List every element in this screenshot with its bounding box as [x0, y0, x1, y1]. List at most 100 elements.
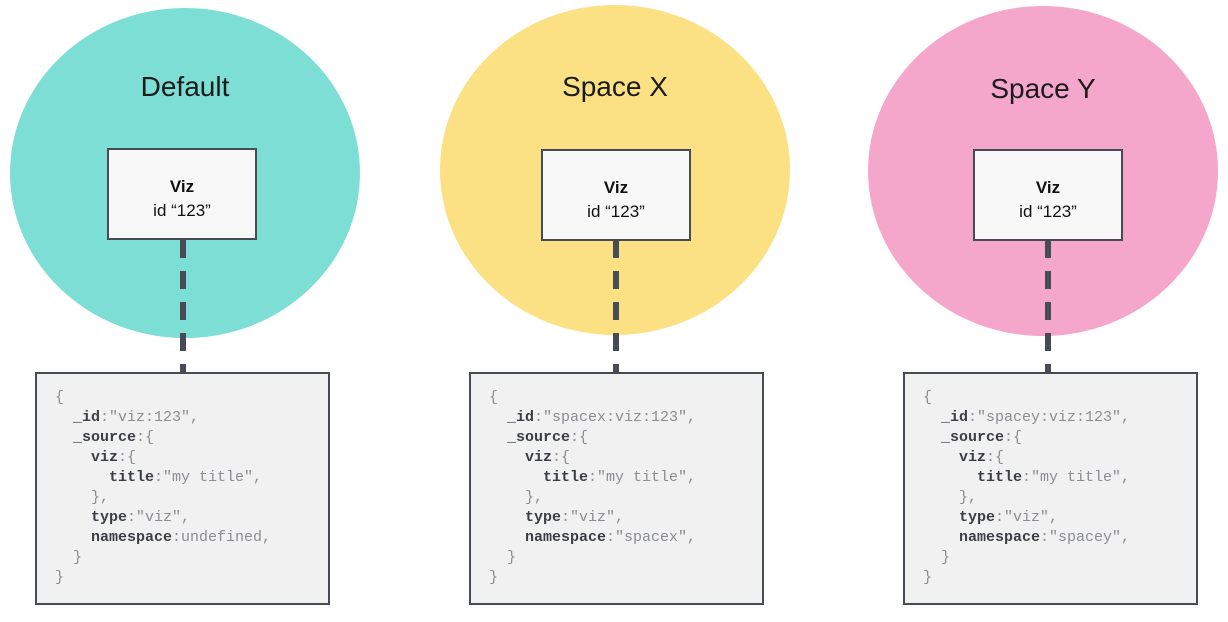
code-token: {: [489, 389, 499, 406]
code-token: {: [55, 389, 65, 406]
code-line: namespace:"spacey",: [923, 528, 1178, 548]
code-key-token: namespace: [959, 529, 1041, 546]
code-token: :"spacey:viz:123",: [968, 409, 1131, 426]
code-token: }: [923, 569, 933, 586]
code-token: }: [55, 569, 65, 586]
dashed-connector: [1045, 240, 1051, 374]
viz-object-box-default: Viz id “123”: [107, 148, 257, 240]
code-line: viz:{: [923, 448, 1178, 468]
code-line: },: [55, 488, 310, 508]
code-key-token: title: [109, 469, 155, 486]
code-token: }: [55, 549, 83, 566]
code-token: },: [55, 489, 110, 506]
code-key-token: namespace: [91, 529, 173, 546]
code-line: _source:{: [923, 428, 1178, 448]
code-token: [489, 469, 543, 486]
code-token: [55, 409, 73, 426]
code-line: {: [923, 388, 1178, 408]
code-token: :{: [570, 429, 589, 446]
viz-object-box-space-x: Viz id “123”: [541, 149, 691, 241]
code-token: :"viz",: [561, 509, 625, 526]
code-token: :{: [986, 449, 1005, 466]
code-line: _source:{: [489, 428, 744, 448]
code-token: :"viz",: [995, 509, 1059, 526]
code-line: }: [923, 548, 1178, 568]
space-title-space-y: Space Y: [990, 73, 1096, 104]
code-token: [55, 449, 91, 466]
code-line: viz:{: [55, 448, 310, 468]
saved-object-code-space-x: { _id:"spacex:viz:123", _source:{ viz:{ …: [469, 372, 764, 605]
viz-object-label: Viz: [1035, 178, 1061, 197]
code-token: :"my title",: [588, 469, 697, 486]
code-token: :{: [118, 449, 137, 466]
code-line: }: [489, 568, 744, 588]
code-token: [923, 429, 941, 446]
code-token: }: [489, 569, 499, 586]
code-token: [923, 469, 977, 486]
code-line: }: [55, 568, 310, 588]
code-key-token: _id: [73, 409, 101, 426]
dashed-connector: [180, 240, 186, 374]
viz-object-box-space-y: Viz id “123”: [973, 149, 1123, 241]
code-line: _id:"spacey:viz:123",: [923, 408, 1178, 428]
code-line: _id:"spacex:viz:123",: [489, 408, 744, 428]
code-token: [923, 509, 959, 526]
code-token: :"viz:123",: [100, 409, 200, 426]
code-line: {: [489, 388, 744, 408]
code-line: }: [923, 568, 1178, 588]
viz-object-id: id “123”: [1019, 202, 1077, 221]
code-key-token: _source: [507, 429, 571, 446]
code-line: }: [489, 548, 744, 568]
code-token: }: [923, 549, 951, 566]
code-line: title:"my title",: [55, 468, 310, 488]
code-line: },: [923, 488, 1178, 508]
code-line: _id:"viz:123",: [55, 408, 310, 428]
code-token: [55, 529, 91, 546]
space-title-space-x: Space X: [562, 71, 668, 102]
viz-object-label: Viz: [603, 178, 629, 197]
viz-object-label: Viz: [169, 177, 195, 196]
code-line: namespace:undefined,: [55, 528, 310, 548]
code-line: {: [55, 388, 310, 408]
code-token: },: [923, 489, 978, 506]
code-line: viz:{: [489, 448, 744, 468]
code-token: :"my title",: [1022, 469, 1131, 486]
code-key-token: title: [977, 469, 1023, 486]
code-key-token: title: [543, 469, 589, 486]
code-key-token: viz: [525, 449, 553, 466]
viz-object-id: id “123”: [153, 201, 211, 220]
code-line: type:"viz",: [489, 508, 744, 528]
code-key-token: type: [525, 509, 562, 526]
code-token: [55, 509, 91, 526]
code-token: }: [489, 549, 517, 566]
viz-object-id: id “123”: [587, 202, 645, 221]
saved-object-code-default: { _id:"viz:123", _source:{ viz:{ title:"…: [35, 372, 330, 605]
code-token: {: [923, 389, 933, 406]
code-key-token: type: [959, 509, 996, 526]
code-key-token: _source: [941, 429, 1005, 446]
code-token: [55, 429, 73, 446]
code-token: :{: [552, 449, 571, 466]
code-token: [55, 469, 109, 486]
code-line: title:"my title",: [489, 468, 744, 488]
code-token: [923, 449, 959, 466]
dashed-connector: [613, 240, 619, 374]
code-token: [489, 409, 507, 426]
code-token: [489, 529, 525, 546]
code-token: :"viz",: [127, 509, 191, 526]
code-token: :undefined,: [172, 529, 272, 546]
code-token: :"my title",: [154, 469, 263, 486]
code-token: [489, 449, 525, 466]
code-line: },: [489, 488, 744, 508]
code-line: }: [55, 548, 310, 568]
code-key-token: _id: [941, 409, 969, 426]
code-key-token: viz: [91, 449, 119, 466]
code-token: :{: [1004, 429, 1023, 446]
code-token: },: [489, 489, 544, 506]
code-token: [489, 509, 525, 526]
code-token: [489, 429, 507, 446]
code-line: title:"my title",: [923, 468, 1178, 488]
saved-object-code-space-y: { _id:"spacey:viz:123", _source:{ viz:{ …: [903, 372, 1198, 605]
code-line: type:"viz",: [55, 508, 310, 528]
